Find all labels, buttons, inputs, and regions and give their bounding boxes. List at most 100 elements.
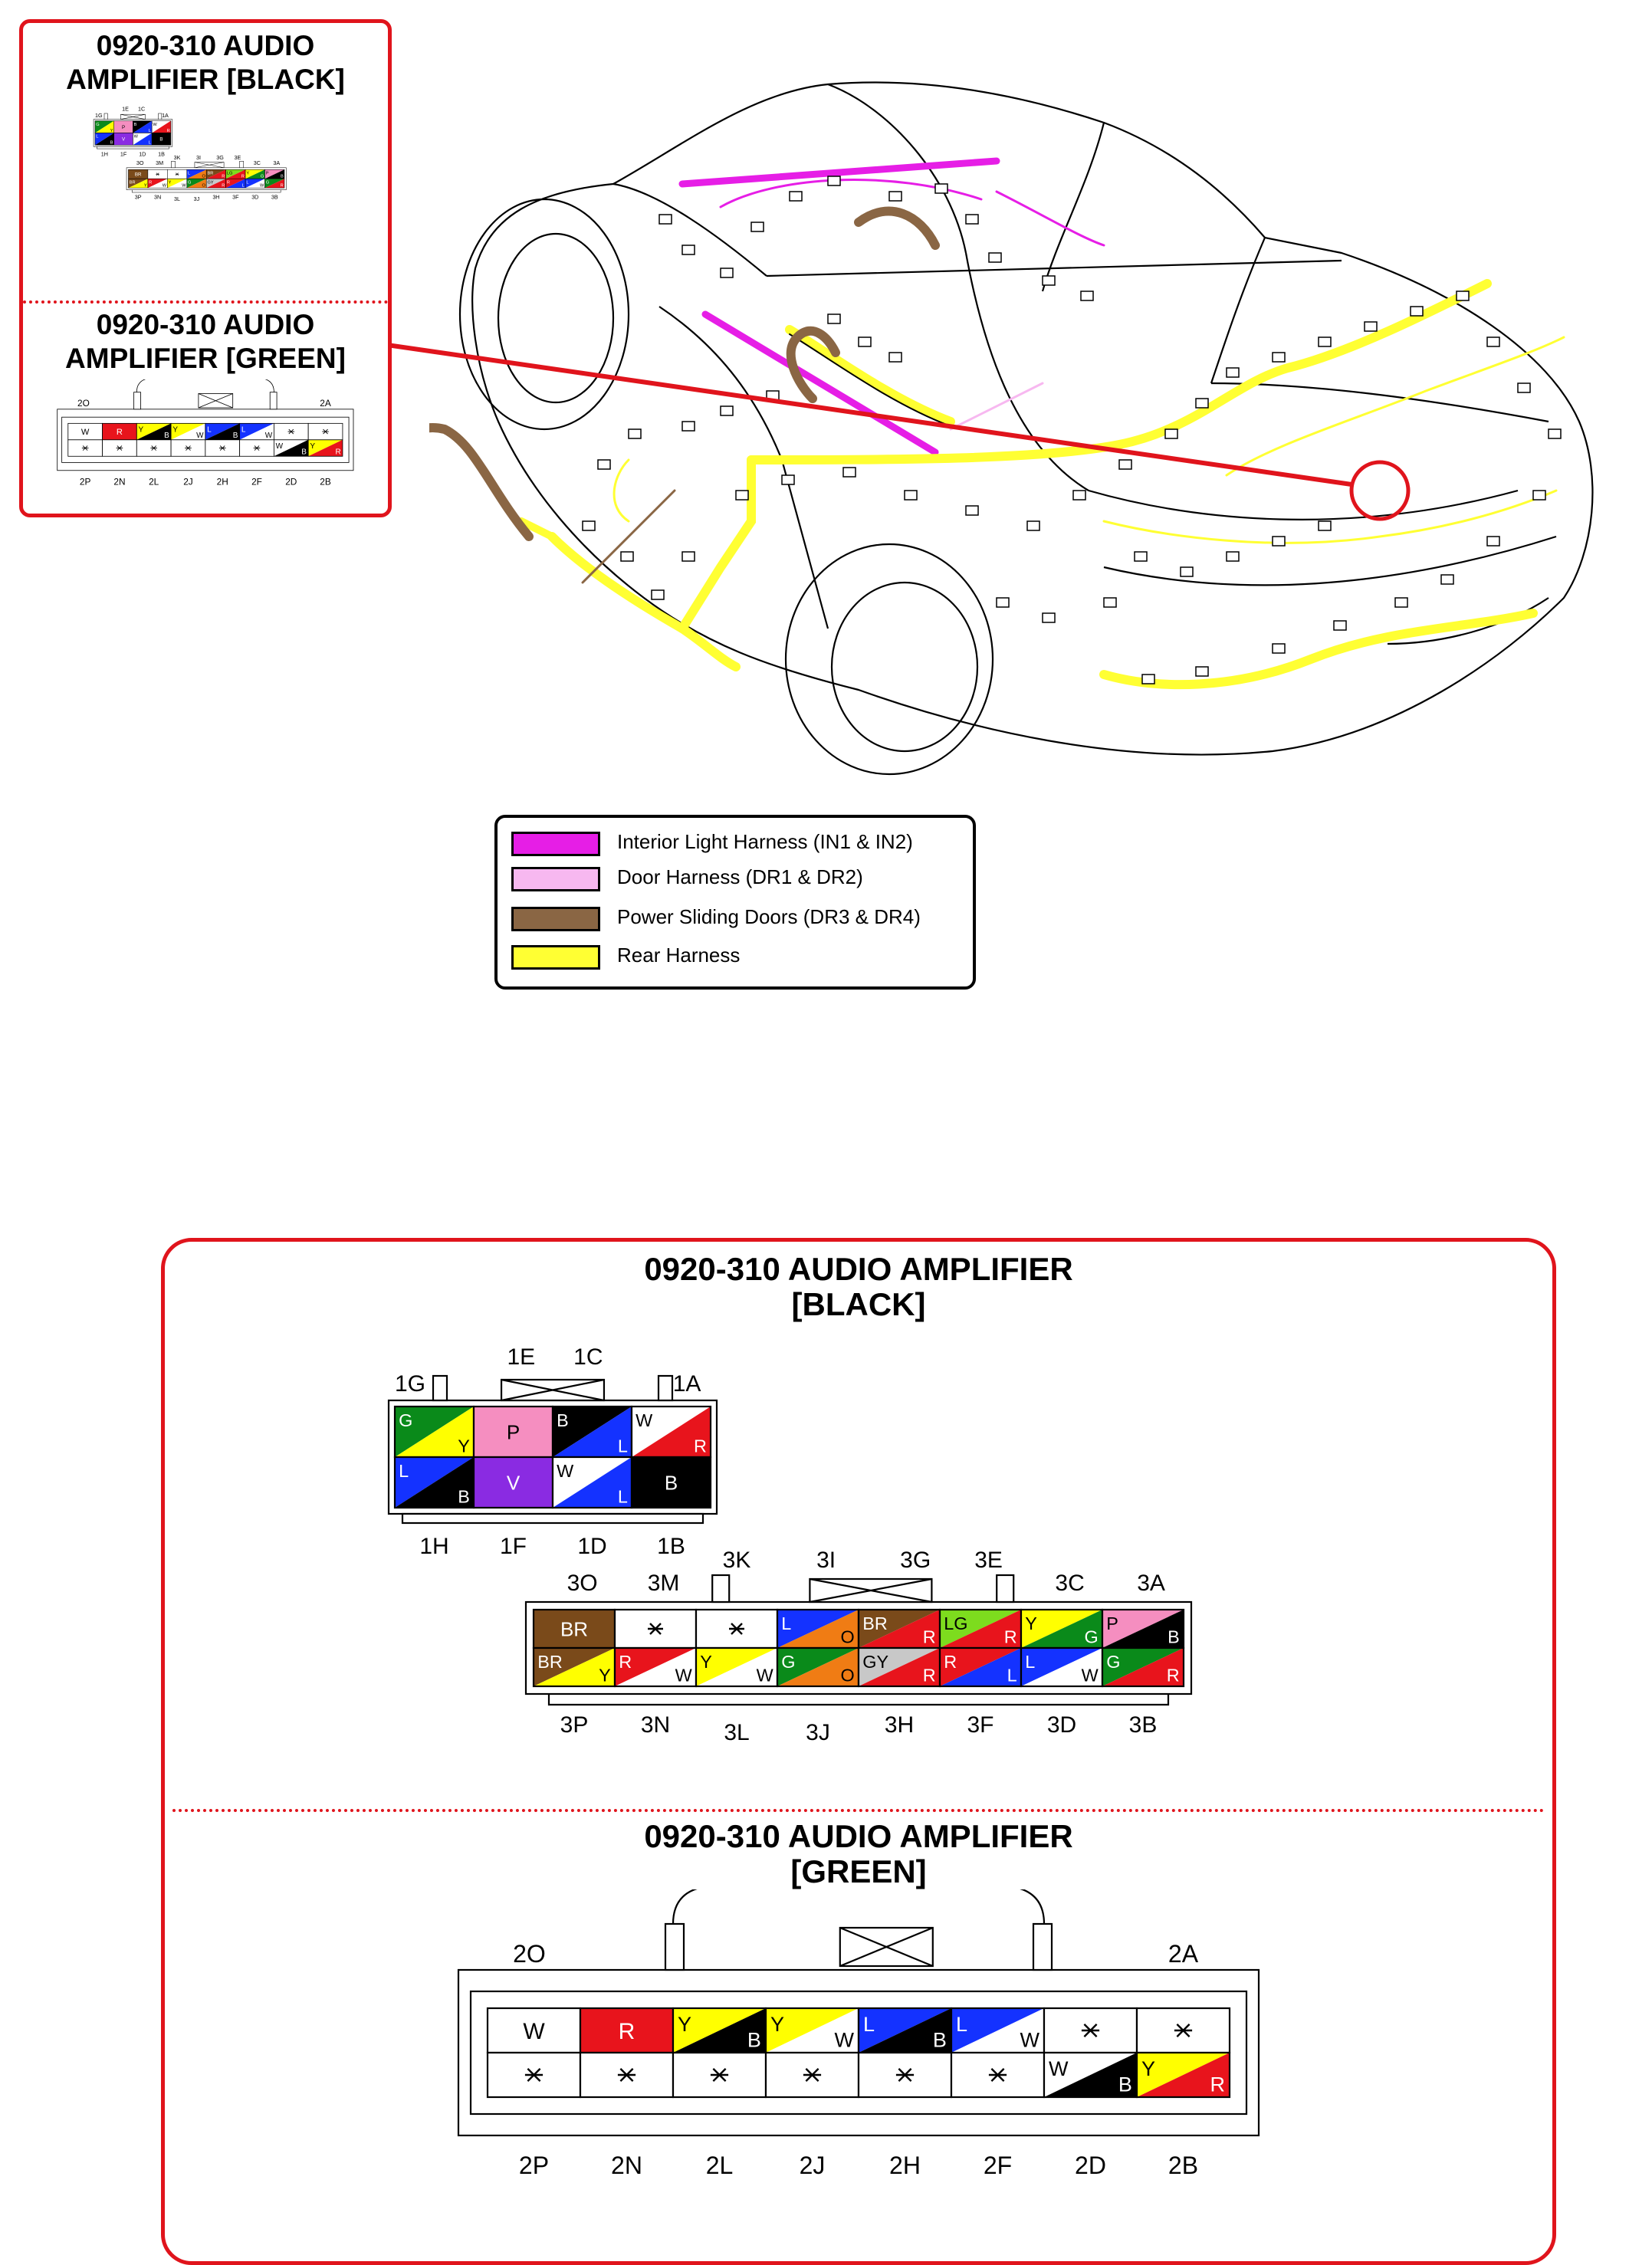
wire-color-code: B <box>159 137 163 143</box>
wire-color-code: G <box>96 123 99 127</box>
green-connector-diagram: WRYBYWLBLWWBYR2M2K2I2G2E2C2O2A2P2N2L2J2H… <box>457 1889 1260 2179</box>
connector-pin-cell <box>147 169 168 179</box>
connector-pin-cell: LW <box>245 178 265 189</box>
harness-legend: Interior Light Harness (IN1 & IN2) Door … <box>494 815 976 990</box>
pin-number-label: 3N <box>154 194 161 201</box>
connector-pin-cell: GO <box>186 178 207 189</box>
wire-color-code: Y <box>1025 1613 1037 1633</box>
pin-number-label: 3I <box>816 1548 836 1573</box>
wire-color-code: R <box>1167 1666 1180 1686</box>
legend-swatch <box>511 907 600 931</box>
connector-pin-cell <box>102 439 137 457</box>
wire-color-code: P <box>507 1420 520 1443</box>
connector-pin-cell: LW <box>239 422 274 441</box>
pin-number-label: 1C <box>138 105 145 112</box>
wire-color-code: P <box>266 171 269 176</box>
connector-pin-cell: GO <box>776 1646 860 1688</box>
wire-color-code: W <box>636 1410 652 1430</box>
wire-color-code: Y <box>310 442 315 451</box>
pin-number-label: 3D <box>251 194 258 201</box>
unused-pin-mark <box>287 428 295 435</box>
wire-color-code: Y <box>678 2013 691 2036</box>
connector-pin-cell: YG <box>245 169 265 179</box>
connector-pin-cell <box>273 422 309 441</box>
connector-pin-cell: YR <box>1135 2051 1231 2099</box>
connector-pin-cell: WR <box>151 120 172 133</box>
wire-color-code: Y <box>139 425 144 434</box>
unused-pin-mark <box>185 445 192 451</box>
legend-label: Door Harness (DR1 & DR2) <box>617 865 863 888</box>
unused-pin-mark <box>895 2068 915 2082</box>
pin-number-label: 3P <box>135 194 142 201</box>
connector-pin-cell: BRR <box>857 1608 941 1650</box>
connector-pin-cell: B <box>151 133 172 146</box>
pin-number-label: 3H <box>212 194 219 201</box>
green-connector-title-line2: [GREEN] <box>790 1853 927 1889</box>
connector-pin-cell: LB <box>205 422 241 441</box>
wire-color-code: R <box>1004 1627 1017 1647</box>
wire-color-code: W <box>276 442 284 451</box>
pin-number-label: 1G <box>395 1371 425 1397</box>
wire-color-code: G <box>781 1652 795 1672</box>
wire-color-code: W <box>675 1666 692 1686</box>
inset-green-title-line1: 0920-310 AUDIO <box>96 309 315 340</box>
pin-number-label: 2O <box>513 1940 546 1968</box>
wire-color-code: R <box>149 180 152 185</box>
pin-number-label: 3L <box>724 1720 749 1745</box>
pin-number-label: 3F <box>967 1712 993 1738</box>
pin-number-label: 3H <box>885 1712 914 1738</box>
wire-color-code: B <box>134 123 137 127</box>
wire-color-code: R <box>335 448 340 456</box>
wire-color-code: B <box>1118 2073 1132 2096</box>
pin-number-label: 2L <box>149 476 159 487</box>
connector-pin-cell: YB <box>672 2007 767 2054</box>
wire-color-code: R <box>222 184 225 189</box>
connector-pin-cell: LO <box>186 169 207 179</box>
connector-pin-cell: YB <box>136 422 172 441</box>
pin-number-label: 1B <box>657 1534 685 1559</box>
wire-color-code: R <box>227 180 230 185</box>
legend-swatch <box>511 832 600 856</box>
connector-pin-cell: LO <box>776 1608 860 1650</box>
connector-pin-cell: P <box>113 120 133 133</box>
connector-pin-cell <box>67 439 103 457</box>
connector-pin-cell: GYR <box>205 178 226 189</box>
wire-color-code: B <box>281 175 284 179</box>
connector-pin-cell <box>695 1608 779 1650</box>
pin-number-label: 3F <box>232 194 239 201</box>
connector-pin-cell: LGR <box>225 169 246 179</box>
connector-pin-cell <box>167 169 188 179</box>
legend-swatch <box>511 945 600 970</box>
connector-pin-cell: WR <box>630 1405 712 1459</box>
unused-pin-mark <box>218 445 226 451</box>
wire-color-code: L <box>956 2013 967 2036</box>
connector-pin-cell: V <box>472 1456 554 1509</box>
pin-number-label: 3M <box>648 1571 680 1596</box>
connector-latch <box>198 393 234 409</box>
pin-number-label: 2O <box>77 398 90 409</box>
pin-number-label: 2N <box>611 2152 642 2179</box>
green-connector-title-line1: 0920-310 AUDIO AMPLIFIER <box>644 1818 1073 1854</box>
connector-pin-cell: P <box>472 1405 554 1459</box>
connector-pin-cell <box>1135 2007 1231 2054</box>
connector-pin-cell: R <box>579 2007 675 2054</box>
connector-pin-cell: YW <box>170 422 206 441</box>
panel-divider <box>172 1809 1545 1812</box>
pin-number-label: 2P <box>519 2152 549 2179</box>
wire-color-code: Y <box>172 425 178 434</box>
pin-number-label: 3L <box>174 195 180 202</box>
pin-number-label: 2B <box>320 476 331 487</box>
legend-label: Rear Harness <box>617 944 741 967</box>
pin-number-label: 3O <box>136 159 144 166</box>
wire-color-code: B <box>233 432 238 440</box>
pin-number-label: 2P <box>80 476 91 487</box>
pin-number-label: 3K <box>174 154 181 161</box>
wire-color-code: W <box>757 1666 773 1686</box>
pin-number-label: 1E <box>507 1344 535 1370</box>
legend-label: Interior Light Harness (IN1 & IN2) <box>617 830 913 853</box>
pin-number-label: 2B <box>1168 2152 1198 2179</box>
wire-color-code: W <box>265 432 273 440</box>
wire-color-code: R <box>241 175 245 179</box>
wire-color-code: L <box>781 1613 791 1633</box>
